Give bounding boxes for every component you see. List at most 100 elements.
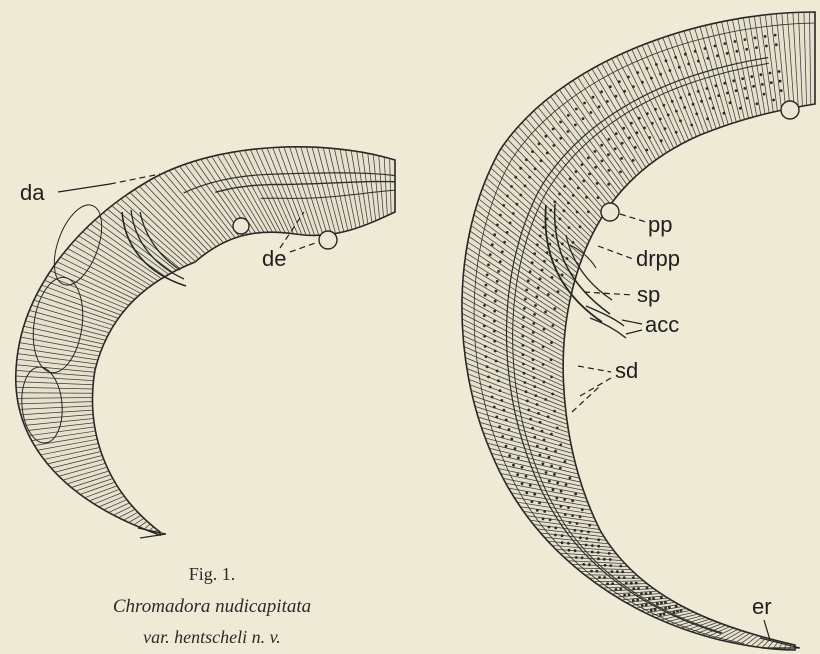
variety-name: var. hentscheli n. v.: [143, 627, 281, 647]
cuticle-punctation: [704, 47, 707, 50]
cuticle-punctation: [618, 576, 621, 579]
cuticle-punctation: [531, 261, 534, 264]
cuticle-punctation: [678, 66, 681, 69]
cuticle-punctation: [567, 506, 570, 509]
cuticle-punctation: [563, 209, 566, 212]
cuticle-punctation: [618, 80, 621, 83]
cuticle-punctation: [609, 558, 612, 561]
cuticle-punctation: [536, 445, 539, 448]
cuticle-punctation: [493, 340, 496, 343]
cuticle-punctation: [554, 201, 557, 204]
cuticle-punctation: [588, 563, 591, 566]
cuticle-punctation: [539, 277, 542, 280]
cuticle-punctation: [541, 269, 544, 272]
cuticle-punctation: [519, 167, 522, 170]
cuticle-punctation: [726, 92, 729, 95]
cuticle-punctation: [543, 510, 546, 513]
cuticle-punctation: [621, 570, 624, 573]
cuticle-punctation: [765, 45, 768, 48]
cuticle-punctation: [532, 331, 535, 334]
cuticle-punctation: [656, 602, 659, 605]
left-papilla: [319, 231, 337, 249]
cuticle-punctation: [588, 524, 591, 527]
cuticle-punctation: [707, 57, 710, 60]
cuticle-punctation: [577, 187, 580, 190]
cuticle-punctation: [491, 396, 494, 399]
cuticle-punctation: [712, 107, 715, 110]
cuticle-punctation: [641, 604, 644, 607]
cuticle-punctation: [695, 113, 698, 116]
cuticle-punctation: [723, 112, 726, 115]
cuticle-punctation: [561, 541, 564, 544]
cuticle-punctation: [660, 139, 663, 142]
cuticle-punctation: [532, 367, 535, 370]
cuticle-punctation: [664, 607, 667, 610]
cuticle-punctation: [743, 87, 746, 90]
cuticle-punctation: [522, 353, 525, 356]
cuticle-punctation: [675, 131, 678, 134]
cuticle-punctation: [627, 76, 630, 79]
cuticle-punctation: [493, 406, 496, 409]
cuticle-punctation: [628, 593, 631, 596]
cuticle-punctation: [603, 576, 606, 579]
cuticle-punctation: [525, 158, 528, 161]
cuticle-punctation: [760, 73, 763, 76]
cuticle-punctation: [761, 83, 764, 86]
cuticle-punctation: [636, 599, 639, 602]
cuticle-punctation: [544, 398, 547, 401]
cuticle-punctation: [548, 456, 551, 459]
cuticle-punctation: [547, 415, 550, 418]
cuticle-punctation: [675, 110, 678, 113]
cuticle-punctation: [497, 379, 500, 382]
cuticle-punctation: [521, 335, 524, 338]
cuticle-punctation: [764, 35, 767, 38]
cuticle-punctation: [503, 241, 506, 244]
cuticle-punctation: [559, 218, 562, 221]
cuticle-punctation: [547, 293, 550, 296]
cuticle-punctation: [654, 608, 657, 611]
cuticle-punctation: [564, 460, 567, 463]
cuticle-punctation: [690, 124, 693, 127]
cuticle-punctation: [754, 37, 757, 40]
label-da: da: [20, 180, 45, 205]
left-papilla: [233, 218, 249, 234]
cuticle-punctation: [545, 447, 548, 450]
cuticle-punctation: [550, 465, 553, 468]
cuticle-punctation: [775, 43, 778, 46]
cuticle-punctation: [580, 530, 583, 533]
cuticle-punctation: [546, 152, 549, 155]
cuticle-punctation: [484, 294, 487, 297]
cuticle-punctation: [542, 363, 545, 366]
cuticle-punctation: [611, 582, 614, 585]
cuticle-punctation: [745, 48, 748, 51]
cuticle-punctation: [543, 439, 546, 442]
cuticle-punctation: [732, 79, 735, 82]
cuticle-punctation: [561, 242, 564, 245]
cuticle-punctation: [567, 130, 570, 133]
cuticle-punctation: [485, 355, 488, 358]
cuticle-punctation: [778, 70, 781, 73]
cuticle-punctation: [551, 393, 554, 396]
cuticle-punctation: [512, 464, 515, 467]
cuticle-punctation: [676, 610, 679, 613]
cuticle-punctation: [755, 46, 758, 49]
label-sd: sd: [615, 358, 638, 383]
cuticle-punctation: [563, 185, 566, 188]
cuticle-punctation: [623, 576, 626, 579]
cuticle-punctation: [538, 502, 541, 505]
cuticle-punctation: [632, 159, 635, 162]
cuticle-punctation: [630, 122, 633, 125]
cuticle-punctation: [535, 295, 538, 298]
leader-de: [290, 242, 318, 252]
cuticle-punctation: [528, 176, 531, 179]
cuticle-punctation: [496, 280, 499, 283]
cuticle-punctation: [495, 360, 498, 363]
cuticle-punctation: [550, 341, 553, 344]
cuticle-punctation: [607, 183, 610, 186]
cuticle-punctation: [508, 428, 511, 431]
cuticle-punctation: [495, 290, 498, 293]
cuticle-punctation: [675, 605, 678, 608]
cuticle-punctation: [501, 435, 504, 438]
cuticle-punctation: [638, 117, 641, 120]
cuticle-punctation: [609, 85, 612, 88]
